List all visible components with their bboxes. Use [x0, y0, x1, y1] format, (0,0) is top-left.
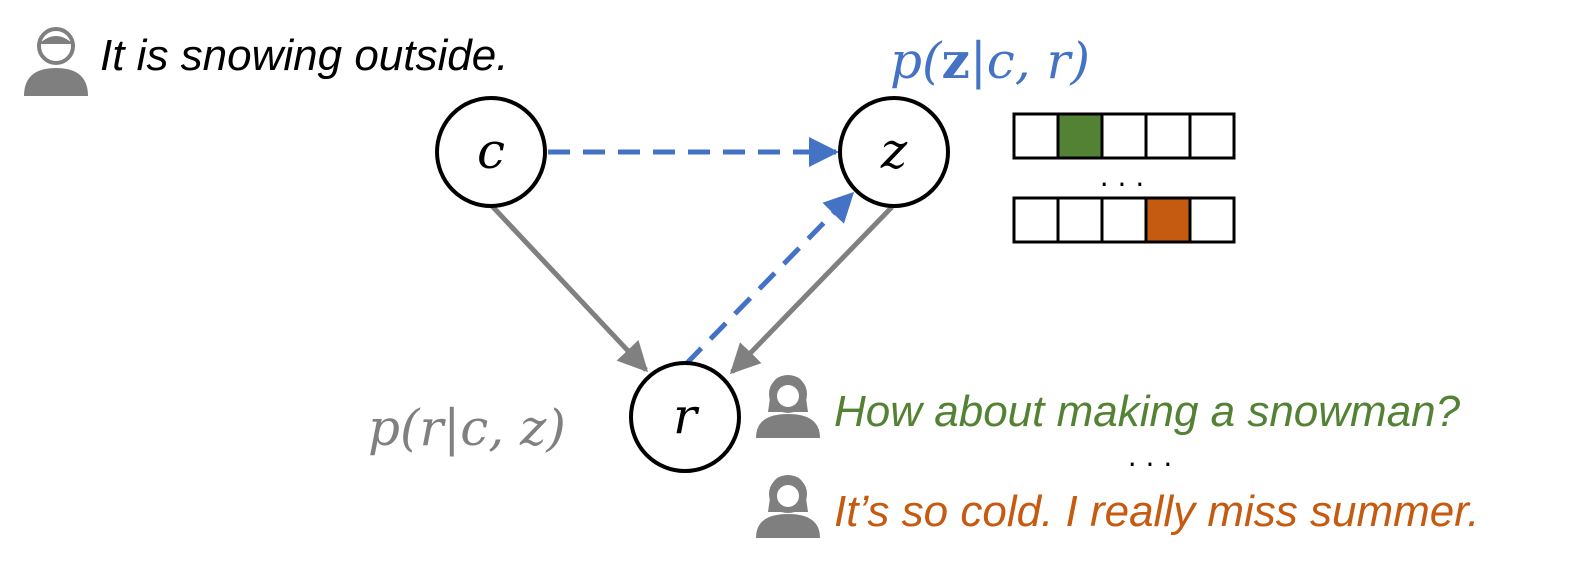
male-user-icon: [24, 27, 88, 96]
likelihood-label: p(r|c, z): [368, 399, 566, 457]
latent-code-cell: [1012, 112, 1060, 160]
posterior-bold-var: z: [942, 31, 970, 90]
response-1: How about making a snowman?: [834, 387, 1461, 436]
node-z: z: [838, 96, 950, 208]
latent-code-row: [1012, 112, 1236, 160]
latent-code-cell-active: [1144, 196, 1192, 244]
node-c: c: [435, 96, 547, 208]
context-utterance: It is snowing outside.: [100, 31, 508, 80]
node-c-label: c: [477, 122, 505, 180]
posterior-suffix: |c, r): [970, 32, 1090, 90]
latent-code-cell-active: [1056, 112, 1104, 160]
node-z-label: z: [880, 122, 908, 180]
latent-code-row: [1012, 196, 1236, 244]
node-r: r: [629, 361, 741, 473]
latent-code-cell: [1188, 196, 1236, 244]
arrow-r-to-z: [684, 191, 855, 366]
latent-code-cell: [1056, 196, 1104, 244]
posterior-prefix: p(: [890, 32, 943, 90]
latent-code-grid: [1012, 112, 1236, 244]
posterior-label: p(z|c, r): [890, 31, 1090, 90]
arrow-c-to-r: [490, 204, 649, 373]
latent-code-cell: [1188, 112, 1236, 160]
latent-code-cell: [1100, 112, 1148, 160]
latent-code-cell: [1012, 196, 1060, 244]
responses-ellipsis: . . .: [1128, 440, 1173, 473]
arrow-z-to-r: [729, 205, 894, 375]
node-r-label: r: [673, 387, 700, 445]
female-user-icon-2: [756, 475, 820, 538]
latent-ellipsis: . . .: [1100, 160, 1145, 193]
latent-code-cell: [1144, 112, 1192, 160]
latent-code-cell: [1100, 196, 1148, 244]
response-2: It’s so cold. I really miss summer.: [834, 487, 1479, 536]
female-user-icon-1: [756, 375, 820, 438]
